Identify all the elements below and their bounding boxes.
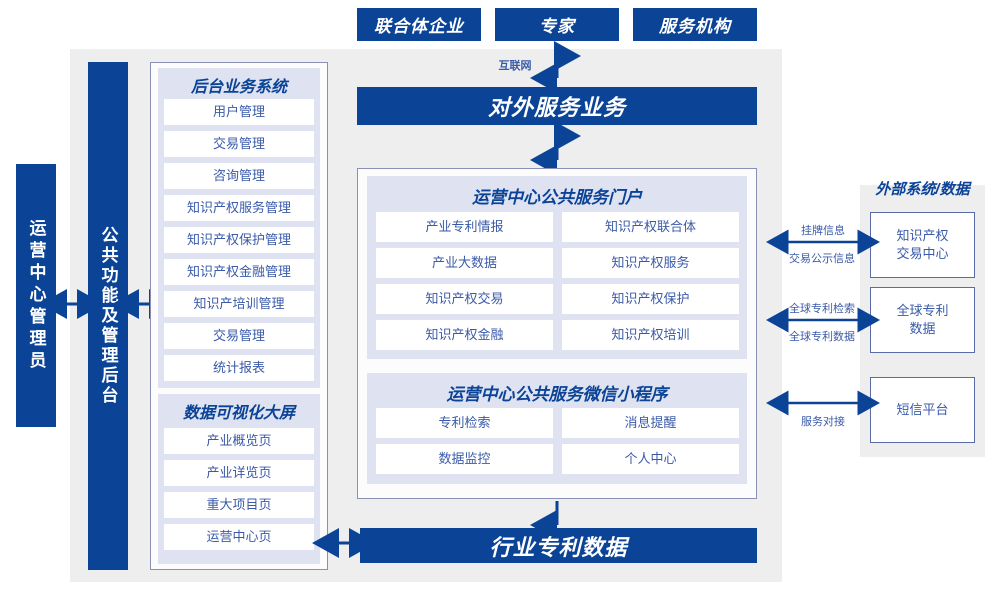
portal-item[interactable]: 知识产权培训 [562, 320, 739, 350]
miniprogram-item[interactable]: 消息提醒 [562, 408, 739, 438]
visualization-item-label: 重大项目页 [206, 496, 272, 512]
backend-item[interactable]: 知识产权服务管理 [164, 195, 314, 221]
external-connector-label-below: 全球专利数据 [789, 331, 855, 343]
backend-item-label: 知识产权服务管理 [186, 199, 291, 215]
visualization-item[interactable]: 运营中心页 [164, 524, 314, 550]
backend-item-label: 交易管理 [212, 327, 265, 343]
backend-item-label: 知识产权保护管理 [186, 231, 291, 247]
external-connector-arrow-icon [766, 390, 880, 416]
miniprogram-item[interactable]: 个人中心 [562, 444, 739, 474]
backend-system-title: 后台业务系统 [190, 79, 287, 96]
backend-item-label: 用户管理 [212, 103, 265, 119]
top-actor-box-0[interactable]: 联合体企业 [357, 8, 481, 41]
portal-item-label: 知识产权培训 [611, 326, 690, 342]
external-connector-label-below: 服务对接 [801, 416, 845, 428]
external-connector-arrow-icon [766, 307, 880, 333]
external-service-bar[interactable]: 对外服务业务 [357, 87, 757, 125]
portal-item-label: 产业大数据 [431, 254, 497, 270]
internet-label: 互联网 [498, 60, 532, 72]
visualization-item[interactable]: 产业概览页 [164, 428, 314, 454]
external-system-box[interactable]: 知识产权 交易中心 [870, 212, 975, 278]
portal-industrydata-arrow-icon [530, 501, 559, 540]
admin-modules-arrow-icon [112, 289, 176, 319]
top-actor-box-1[interactable]: 专家 [495, 8, 619, 41]
industry-data-label: 行业专利数据 [489, 534, 628, 560]
external-systems-title: 外部系统/数据 [875, 181, 970, 198]
external-system-box[interactable]: 短信平台 [870, 377, 975, 443]
backend-item[interactable]: 用户管理 [164, 99, 314, 125]
portal-item[interactable]: 知识产权交易 [376, 284, 553, 314]
service-to-portal-arrow-icon [530, 121, 581, 175]
visualization-title: 数据可视化大屏 [182, 405, 295, 422]
miniprogram-item-label: 专利检索 [438, 414, 491, 430]
admin-backend-box[interactable]: 公共功能及管理后台 [88, 62, 128, 570]
backend-item[interactable]: 咨询管理 [164, 163, 314, 189]
backend-item-label: 统计报表 [212, 359, 265, 375]
external-connector-label-above: 挂牌信息 [801, 225, 845, 237]
external-system-box[interactable]: 全球专利 数据 [870, 287, 975, 353]
left-actor-box[interactable]: 运营中心管理员 [16, 164, 56, 427]
modules-industrydata-arrow-icon [312, 528, 376, 558]
portal-item[interactable]: 知识产权联合体 [562, 212, 739, 242]
backend-item[interactable]: 知识产权金融管理 [164, 259, 314, 285]
visualization-item[interactable]: 重大项目页 [164, 492, 314, 518]
portal-item[interactable]: 知识产权保护 [562, 284, 739, 314]
external-connector-label-below: 交易公示信息 [789, 253, 855, 265]
wechat-miniprogram-title: 运营中心公共服务微信小程序 [446, 385, 668, 404]
backend-item-label: 知识产权金融管理 [186, 263, 291, 279]
external-box-line1: 短信平台 [896, 402, 949, 418]
backend-item-label: 交易管理 [212, 135, 265, 151]
external-connector-label-above: 全球专利检索 [789, 303, 855, 315]
portal-item-label: 知识产权联合体 [604, 218, 696, 234]
backend-item[interactable]: 知识产培训管理 [164, 291, 314, 317]
actor-admin-arrow-icon [40, 289, 104, 319]
portal-item-label: 知识产权交易 [425, 290, 504, 306]
external-service-label: 对外服务业务 [487, 95, 626, 120]
external-box-line2: 数据 [909, 321, 936, 336]
admin-backend-label: 公共功能及管理后台 [98, 226, 118, 406]
portal-item[interactable]: 产业专利情报 [376, 212, 553, 242]
portal-item[interactable]: 产业大数据 [376, 248, 553, 278]
portal-item-label: 知识产权金融 [425, 326, 504, 342]
backend-item-label: 咨询管理 [212, 167, 265, 183]
external-box-line1: 知识产权 [896, 228, 949, 244]
miniprogram-item[interactable]: 数据监控 [376, 444, 553, 474]
backend-item[interactable]: 统计报表 [164, 355, 314, 381]
miniprogram-item-label: 个人中心 [624, 450, 677, 466]
top-actor-label: 服务机构 [659, 17, 731, 36]
backend-item-label: 知识产培训管理 [193, 295, 285, 311]
visualization-item-label: 产业概览页 [206, 432, 272, 448]
visualization-item-label: 运营中心页 [206, 528, 272, 544]
left-actor-label: 运营中心管理员 [26, 218, 46, 373]
portal-item[interactable]: 知识产权金融 [376, 320, 553, 350]
public-portal-title: 运营中心公共服务门户 [472, 188, 642, 207]
top-actor-label: 联合体企业 [374, 17, 464, 36]
portal-item-label: 产业专利情报 [425, 218, 504, 234]
industry-data-bar[interactable]: 行业专利数据 [360, 528, 757, 563]
external-box-line1: 全球专利 [896, 303, 949, 319]
internet-arrow-icon [530, 41, 581, 93]
visualization-item-label: 产业详览页 [206, 464, 272, 480]
miniprogram-item[interactable]: 专利检索 [376, 408, 553, 438]
top-actor-label: 专家 [539, 17, 575, 36]
top-actor-box-2[interactable]: 服务机构 [633, 8, 757, 41]
backend-item[interactable]: 交易管理 [164, 323, 314, 349]
portal-item[interactable]: 知识产权服务 [562, 248, 739, 278]
backend-item[interactable]: 交易管理 [164, 131, 314, 157]
miniprogram-item-label: 消息提醒 [624, 414, 677, 430]
miniprogram-item-label: 数据监控 [438, 450, 491, 466]
external-box-line2: 交易中心 [896, 246, 949, 261]
portal-item-label: 知识产权服务 [611, 254, 690, 270]
portal-item-label: 知识产权保护 [611, 290, 690, 306]
external-connector-arrow-icon [766, 229, 880, 255]
visualization-item[interactable]: 产业详览页 [164, 460, 314, 486]
backend-item[interactable]: 知识产权保护管理 [164, 227, 314, 253]
